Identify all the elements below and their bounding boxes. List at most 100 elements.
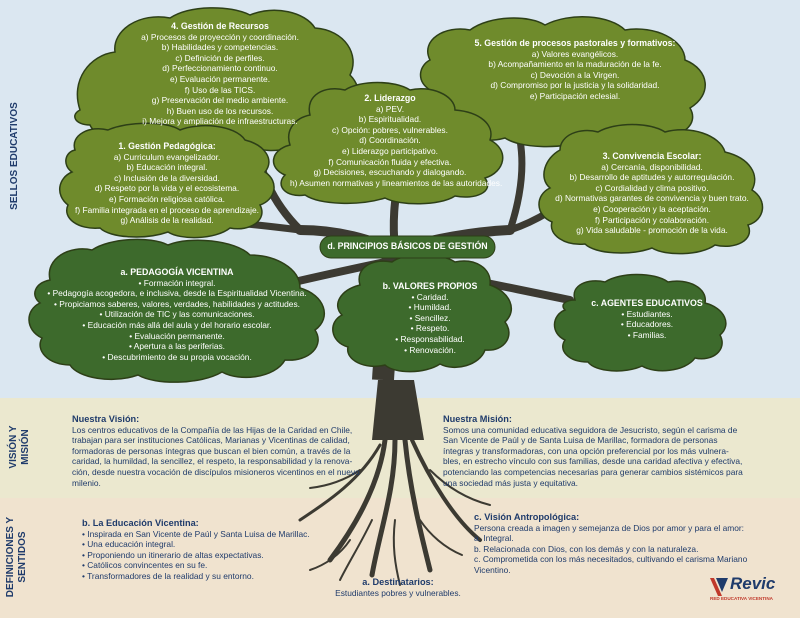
revic-logo: Revic RED EDUCATIVA VICENTINA: [708, 574, 792, 608]
liderazgo-item: f) Comunicación fluida y efectiva.: [328, 156, 452, 167]
convivencia-item: a) Cercanía, disponibilidad.: [601, 161, 703, 172]
crown-liderazgo: [272, 81, 504, 205]
educacion-vicentina-item: • Proponiendo un itinerario de altas exp…: [82, 549, 264, 560]
tree-trunk: [372, 380, 424, 440]
gestion-pedagogica-item: g) Análisis de la realidad.: [120, 215, 214, 226]
vision-line: trabajan para ser instituciones Católica…: [72, 435, 350, 446]
vision-antropologica-line: b. Relacionada con Dios, con los demás y…: [474, 543, 699, 554]
vision-title: Nuestra Visión:: [72, 414, 140, 424]
pedagogia-vicentina-item: • Utilización de TIC y las comunicacione…: [99, 309, 255, 320]
gestion-pastoral-item: c) Devoción a la Virgen.: [530, 69, 620, 80]
gestion-pedagogica-item: d) Respeto por la vida y el ecosistema.: [94, 183, 240, 194]
pedagogia-vicentina-item: • Pedagogía acogedora, e inclusiva, desd…: [47, 288, 307, 299]
vision-line: ción, desde nuestra vocación de discípul…: [72, 466, 360, 477]
agentes-item: • Educadores.: [620, 319, 674, 330]
vision-mision-label: VISIÓN Y MISIÓN: [8, 425, 31, 469]
pedagogia-vicentina-item: • Educación más allá del aula y del hora…: [82, 319, 272, 330]
gestion-pastoral-item: a) Valores evangélicos.: [531, 48, 619, 59]
principios-block: d. PRINCIPIOS BÁSICOS DE GESTIÓN: [320, 241, 495, 252]
liderazgo-item: a) PEV.: [375, 103, 405, 114]
gestion-pastoral-item: e) Participación eclesial.: [529, 90, 621, 101]
gestion-pastoral-item: b) Acompañamiento en la maduración de la…: [488, 59, 662, 70]
vision-antropologica-line: c. Comprometida con los más necesitados,…: [474, 554, 748, 565]
educacion-vicentina-item: • Una educación integral.: [82, 539, 176, 550]
agentes-title: c. AGENTES EDUCATIVOS: [591, 298, 703, 308]
gestion-pedagogica-block: 1. Gestión Pedagógica: a) Curriculum eva…: [72, 141, 262, 226]
valores-propios-item: • Renovación.: [404, 344, 456, 355]
definiciones-band: [0, 498, 800, 618]
vision-antropologica-line: a. Integral.: [474, 533, 514, 544]
liderazgo-item: b) Espiritualidad.: [358, 114, 422, 125]
vision-antropologica-title: c. Visión Antropológica:: [474, 512, 580, 522]
gestion-recursos-title: 4. Gestión de Recursos: [171, 21, 269, 31]
gestion-pedagogica-item: f) Familia integrada en el proceso de ap…: [75, 204, 259, 215]
agentes-item: • Familias.: [627, 329, 667, 340]
tree-roots: [298, 437, 491, 586]
crown-convivencia: [538, 123, 764, 255]
educacion-vicentina-block: b. La Educación Vicentina: • Inspirada e…: [82, 518, 342, 582]
mision-line: Somos una comunidad educativa seguidora …: [443, 424, 738, 435]
pedagogia-vicentina-item: • Propiciamos saberes, valores, verdades…: [54, 298, 300, 309]
convivencia-item: f) Participación y colaboración.: [594, 214, 710, 225]
gestion-pastoral-block: 5. Gestión de procesos pastorales y form…: [470, 38, 680, 102]
liderazgo-item: h) Asumen normativas y lineamientos de l…: [290, 177, 503, 188]
pedagogia-vicentina-item: • Descubrimiento de su propia vocación.: [102, 351, 252, 362]
gestion-pedagogica-item: e) Formación religiosa católica.: [109, 193, 225, 204]
agentes-item: • Estudiantes.: [621, 308, 673, 319]
vision-antropologica-block: c. Visión Antropológica: Persona creada …: [474, 512, 774, 576]
gestion-recursos-item: f) Uso de las TICS.: [184, 84, 256, 95]
valores-propios-item: • Responsabilidad.: [395, 333, 465, 344]
mision-line: bles, en estrecho vínculo con sus famili…: [443, 456, 743, 467]
crown-pedagogia-vicentina: [28, 238, 325, 383]
crown-gestion-pedagogica: [59, 122, 275, 239]
crown-agentes: [553, 273, 727, 372]
revic-logo-mark: [710, 578, 728, 596]
gestion-recursos-item: d) Perfeccionamiento continuo.: [162, 63, 278, 74]
gestion-pedagogica-item: c) Inclusión de la diversidad.: [114, 172, 220, 183]
gestion-pedagogica-item: b) Educación integral.: [126, 162, 208, 173]
destinatarios-title: a. Destinatarios:: [362, 577, 434, 587]
pedagogia-vicentina-title: a. PEDAGOGÍA VICENTINA: [120, 267, 234, 277]
vision-line: Los centros educativos de la Compañía de…: [72, 424, 353, 435]
gestion-recursos-item: e) Evaluación permanente.: [169, 73, 271, 84]
convivencia-item: g) Vida saludable - promoción de la vida…: [576, 225, 728, 236]
vision-line: milenio.: [72, 477, 101, 488]
gestion-recursos-item: g) Preservación del medio ambiente.: [151, 95, 289, 106]
gestion-recursos-item: b) Habilidades y competencias.: [161, 42, 279, 53]
gestion-recursos-item: a) Procesos de proyección y coordinación…: [141, 31, 299, 42]
valores-propios-title: b. VALORES PROPIOS: [382, 281, 478, 291]
convivencia-item: b) Desarrollo de aptitudes y autorregula…: [569, 172, 735, 183]
valores-propios-item: • Sencillez.: [409, 312, 451, 323]
gestion-recursos-item: h) Buen uso de los recursos.: [166, 105, 274, 116]
pedagogia-vicentina-item: • Formación integral.: [138, 277, 216, 288]
principios-box: [319, 235, 496, 259]
vision-line: caridad, la humildad, la sencillez, el r…: [72, 456, 353, 467]
liderazgo-block: 2. Liderazgo a) PEV. b) Espiritualidad. …: [290, 93, 503, 188]
vision-block: Nuestra Visión: Los centros educativos d…: [72, 414, 392, 488]
revic-logo-name: Revic: [730, 574, 776, 593]
vision-antropologica-line: Vicentino.: [474, 564, 511, 575]
gestion-recursos-block: 4. Gestión de Recursos a) Procesos de pr…: [125, 21, 315, 127]
liderazgo-title: 2. Liderazgo: [364, 93, 416, 103]
pedagogia-vicentina-item: • Apertura a las periferias.: [128, 341, 226, 352]
convivencia-item: d) Normativas garantes de convivencia y …: [555, 193, 749, 204]
gestion-pedagogica-title: 1. Gestión Pedagógica:: [118, 141, 216, 151]
liderazgo-item: d) Coordinación.: [359, 135, 421, 146]
mision-line: íntegras y transformadoras, con una opci…: [443, 445, 729, 456]
destinatarios-text: Estudiantes pobres y vulnerables.: [335, 587, 461, 598]
liderazgo-item: e) Liderazgo participativo.: [342, 145, 438, 156]
educacion-vicentina-item: • Inspirada en San Vicente de Paúl y San…: [82, 528, 310, 539]
destinatarios-block: a. Destinatarios: Estudiantes pobres y v…: [318, 577, 478, 598]
mision-line: potenciando las competencias necesarias …: [443, 466, 743, 477]
valores-propios-item: • Caridad.: [411, 291, 449, 302]
mision-title: Nuestra Misión:: [443, 414, 512, 424]
educacion-vicentina-item: • Católicos convincentes en su fe.: [82, 560, 208, 571]
valores-propios-item: • Respeto.: [410, 323, 450, 334]
convivencia-item: c) Cordialidad y clima positivo.: [595, 182, 709, 193]
agentes-block: c. AGENTES EDUCATIVOS • Estudiantes. • E…: [577, 298, 717, 340]
vision-line: formadoras de personas íntegras que busc…: [72, 445, 351, 456]
educacion-vicentina-item: • Transformadores de la realidad y su en…: [82, 570, 254, 581]
convivencia-item: e) Cooperación y la aceptación.: [593, 203, 711, 214]
definiciones-label: DEFINICIONES Y SENTIDOS: [5, 516, 28, 598]
